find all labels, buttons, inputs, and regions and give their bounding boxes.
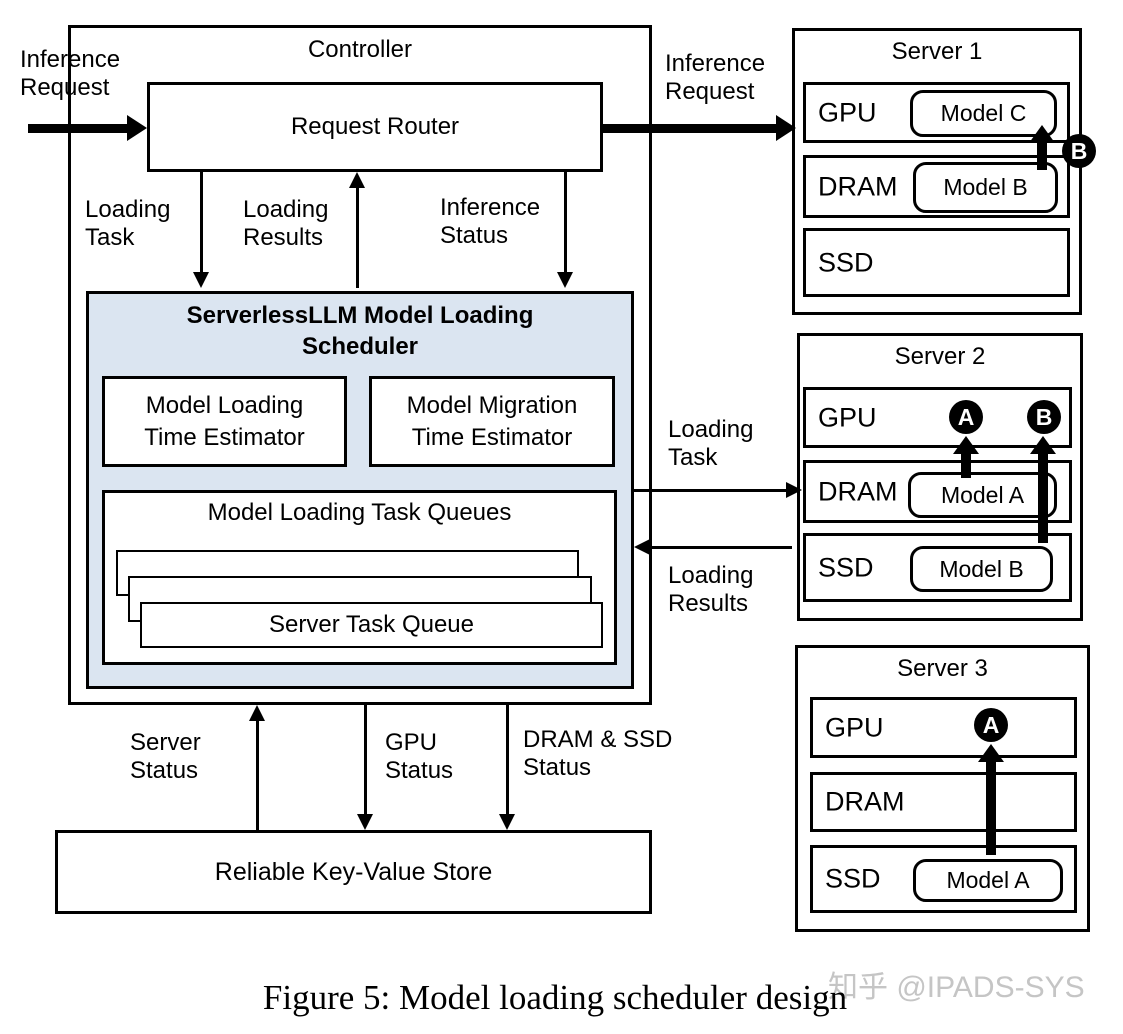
dram-ssd-status-arrow [499, 705, 515, 830]
server1-dram-label: DRAM [818, 171, 898, 201]
server1-gpu-label: GPU [818, 97, 877, 127]
server3-dram-row: DRAM [810, 772, 1077, 832]
server3-gpu-row: GPU [810, 697, 1077, 758]
inference-request-arrow-in [28, 115, 147, 141]
server2-ssd-label: SSD [818, 552, 874, 582]
server1-dram-model: Model B [913, 162, 1058, 213]
model-migration-time-estimator-box: Model Migration Time Estimator [369, 376, 615, 467]
controller-title: Controller [307, 36, 413, 63]
model-loading-time-estimator-label: Model Loading Time Estimator [144, 392, 305, 451]
server3-model-a-load-arrow [978, 744, 1004, 855]
scheduler-title: ServerlessLLM Model Loading Scheduler [186, 302, 534, 361]
inference-request-in-label: Inference Request [20, 46, 121, 102]
loading-results-arrow [349, 172, 365, 288]
server2-badge-b: B [1027, 400, 1061, 434]
server2-badge-a: A [949, 400, 983, 434]
server2-model-b-load-arrow [1030, 436, 1056, 543]
loading-task-arrow [193, 172, 209, 288]
loading-results-label: Loading Results [243, 196, 329, 252]
server3-title: Server 3 [897, 655, 988, 682]
loading-task-arrow-right [634, 482, 802, 498]
model-migration-time-estimator-label: Model Migration Time Estimator [406, 392, 578, 451]
dram-ssd-status-label: DRAM & SSD Status [523, 726, 673, 782]
server1-ssd-row: SSD [803, 228, 1070, 297]
server1-box [792, 28, 1082, 315]
server2-box [797, 333, 1083, 621]
inference-request-arrow-out [603, 115, 796, 141]
server-status-arrow [249, 705, 265, 830]
server2-model-a-load-arrow [953, 436, 979, 478]
server2-dram-model: Model A [908, 472, 1057, 518]
inference-status-arrow [557, 172, 573, 288]
model-loading-time-estimator-box: Model Loading Time Estimator [102, 376, 347, 467]
loading-results-right-label: Loading Results [668, 562, 754, 618]
server3-gpu-label: GPU [825, 712, 884, 742]
loading-task-right-label: Loading Task [668, 416, 754, 472]
server2-gpu-row: GPU [803, 387, 1072, 448]
request-router-label: Request Router [290, 113, 460, 140]
server1-model-b-load-arrow [1029, 125, 1055, 170]
server3-ssd-label: SSD [825, 863, 881, 894]
inference-status-label: Inference Status [440, 194, 541, 250]
controller-box [68, 25, 652, 705]
server1-badge-b: B [1062, 134, 1096, 168]
loading-results-arrow-left [634, 539, 792, 555]
gpu-status-label: GPU Status [385, 729, 454, 785]
watermark: 知乎 @IPADS-SYS [828, 971, 1085, 1004]
server-task-queue-front: Server Task Queue [140, 602, 603, 648]
server2-title: Server 2 [894, 343, 986, 370]
server2-dram-label: DRAM [818, 476, 898, 506]
server-status-label: Server Status [130, 729, 201, 785]
server3-badge-a: A [974, 708, 1008, 742]
server3-dram-label: DRAM [825, 786, 905, 817]
server1-ssd-label: SSD [818, 247, 874, 277]
server2-gpu-label: GPU [818, 402, 877, 432]
server3-box [795, 645, 1090, 932]
server2-ssd-model: Model B [910, 546, 1053, 592]
server3-ssd-model: Model A [913, 859, 1063, 902]
figure-caption: Figure 5: Model loading scheduler design [262, 978, 848, 1017]
kv-store-label: Reliable Key-Value Store [214, 857, 493, 886]
server-task-queue-label: Server Task Queue [269, 611, 474, 638]
gpu-status-arrow [357, 705, 373, 830]
loading-task-label: Loading Task [85, 196, 171, 252]
inference-request-out-label: Inference Request [665, 50, 766, 106]
server1-title: Server 1 [891, 38, 983, 65]
request-router-box: Request Router [147, 82, 603, 172]
model-loading-task-queues-title: Model Loading Task Queues [207, 499, 512, 526]
kv-store-box: Reliable Key-Value Store [55, 830, 652, 914]
